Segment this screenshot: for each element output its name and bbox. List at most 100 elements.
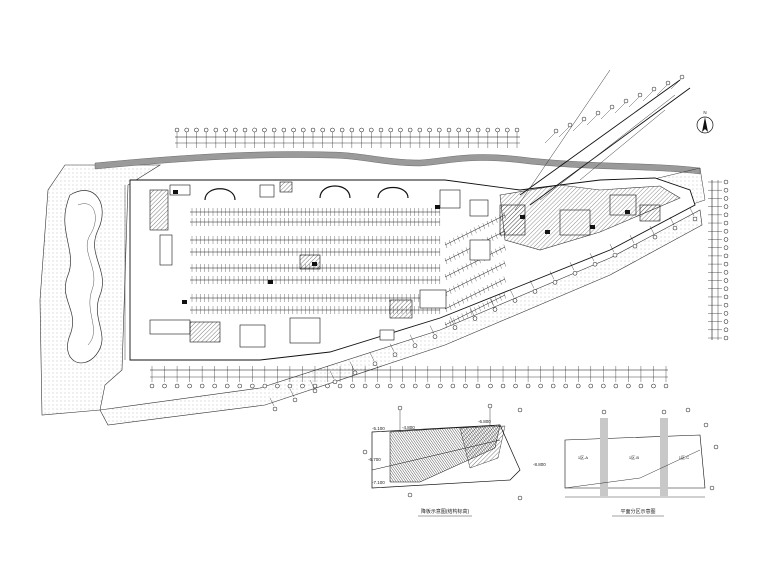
grid-bubble bbox=[475, 383, 481, 389]
core-block bbox=[389, 299, 413, 319]
grid-bubble bbox=[663, 383, 669, 389]
grid-bubble bbox=[320, 127, 325, 133]
grid-bubble bbox=[400, 383, 405, 389]
grid-bubble bbox=[194, 127, 199, 133]
grid-bubble bbox=[463, 383, 468, 389]
grid-bubble bbox=[417, 127, 423, 133]
grid-bubble bbox=[162, 383, 167, 389]
ramp-1 bbox=[204, 188, 236, 201]
core-block bbox=[379, 329, 395, 341]
grid-bubble bbox=[312, 388, 318, 394]
grid-bubble bbox=[588, 383, 594, 389]
grid-bubble bbox=[262, 127, 267, 133]
level-label-2: -4.800 bbox=[402, 425, 415, 430]
ramp-3 bbox=[377, 186, 409, 199]
core-block bbox=[189, 321, 221, 343]
grid-bubble bbox=[492, 307, 498, 312]
grid-bubble bbox=[495, 127, 500, 133]
core-block bbox=[439, 189, 461, 209]
core-block bbox=[169, 184, 191, 196]
grid-bubble bbox=[723, 253, 729, 259]
core-block bbox=[419, 289, 447, 309]
grid-bubble bbox=[407, 127, 413, 133]
grid-bubble bbox=[199, 383, 205, 389]
parking-row bbox=[190, 218, 440, 226]
grid-bubble bbox=[337, 383, 343, 389]
grid-bubble bbox=[723, 196, 729, 201]
grid-bubble bbox=[723, 294, 729, 300]
grid-bubble bbox=[723, 278, 729, 283]
grid-bubble bbox=[237, 383, 243, 389]
grid-bubble bbox=[723, 335, 729, 341]
grid-bubble bbox=[452, 325, 458, 330]
grid-bubble bbox=[359, 127, 364, 133]
grid-bubble bbox=[378, 127, 384, 133]
grid-bubble bbox=[242, 127, 248, 133]
grid-bubble bbox=[310, 127, 316, 133]
grid-bubble bbox=[525, 383, 531, 389]
grid-bubble bbox=[413, 383, 418, 389]
grid-bubble bbox=[505, 127, 510, 133]
grid-bubble bbox=[626, 383, 631, 389]
grid-bubble bbox=[438, 383, 443, 389]
core-block bbox=[469, 199, 489, 217]
grid-bubble bbox=[450, 383, 456, 389]
grid-bubble bbox=[292, 397, 298, 403]
grid-bubble bbox=[349, 127, 355, 133]
grid-bubble bbox=[512, 298, 518, 303]
grid-bubble bbox=[723, 327, 729, 333]
grid-bubble bbox=[387, 383, 393, 389]
grid-bubble bbox=[223, 127, 228, 133]
grid-bubble bbox=[362, 383, 368, 389]
core-block bbox=[149, 319, 191, 335]
grid-bubble bbox=[563, 383, 568, 389]
core-block bbox=[289, 317, 321, 344]
level-label-1: -5.100 bbox=[372, 426, 385, 431]
grid-bubble bbox=[572, 271, 578, 276]
grid-bubble bbox=[609, 104, 615, 110]
level-label-4: -7.100 bbox=[372, 480, 385, 485]
diagonal-wing-core bbox=[499, 184, 681, 251]
grid-bubble bbox=[651, 383, 656, 389]
grid-bubble bbox=[723, 245, 729, 250]
grid-bubble bbox=[388, 127, 393, 133]
grid-bubble bbox=[723, 270, 729, 275]
grid-bubble bbox=[437, 127, 442, 133]
grid-bubble bbox=[252, 127, 257, 133]
equipment-mark bbox=[312, 262, 317, 266]
grid-bubble bbox=[472, 316, 478, 321]
grid-bubble bbox=[291, 127, 296, 133]
grid-bubble bbox=[425, 383, 431, 389]
grid-bubble bbox=[637, 92, 643, 98]
section-diagram-caption: 降板示意图(结构标高) bbox=[421, 508, 470, 515]
grid-bubble bbox=[475, 127, 481, 133]
zoning-diagram: 1区-A 1区-B 1区-C 平面分区示意图 bbox=[564, 407, 719, 517]
grid-bubble bbox=[692, 216, 698, 222]
grid-bubble bbox=[392, 352, 398, 357]
grid-bubble bbox=[372, 361, 378, 367]
grid-bubble bbox=[612, 252, 618, 258]
grid-bubble bbox=[325, 383, 330, 389]
level-label-3: -6.700 bbox=[368, 457, 381, 462]
north-arrow: N bbox=[696, 110, 714, 134]
zone-label-b: 1区-B bbox=[629, 455, 640, 460]
grid-bubble bbox=[723, 204, 729, 209]
grid-bubble bbox=[638, 383, 644, 389]
tunnel-line-1 bbox=[519, 79, 681, 196]
grid-bubble bbox=[723, 212, 729, 218]
garden-path bbox=[64, 190, 103, 364]
grid-bubble bbox=[679, 74, 685, 80]
grid-bubble bbox=[623, 98, 629, 104]
grid-bubble bbox=[723, 179, 729, 185]
grid-bubble bbox=[350, 383, 355, 389]
grid-bubble bbox=[203, 127, 209, 133]
parking-row bbox=[190, 276, 440, 284]
grid-bubble bbox=[723, 286, 729, 291]
parking-row bbox=[444, 244, 506, 281]
grid-bubble bbox=[281, 127, 287, 133]
grid-bubble bbox=[187, 383, 192, 389]
grid-bubble bbox=[250, 383, 255, 389]
grid-bubble bbox=[412, 343, 418, 348]
grid-bubble bbox=[272, 406, 278, 412]
